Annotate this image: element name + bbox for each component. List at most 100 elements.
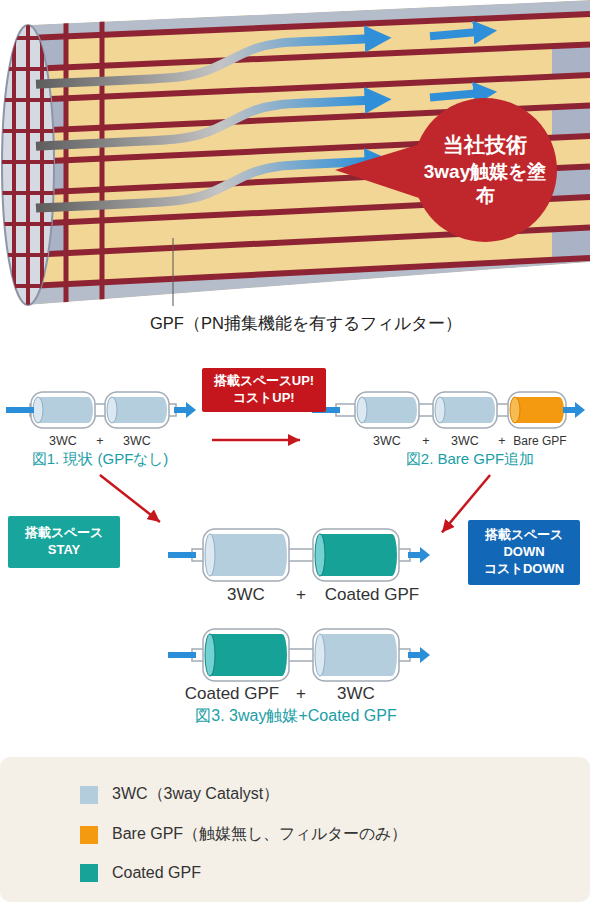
filter-shell — [28, 258, 590, 305]
part-label: 3WC — [227, 585, 265, 604]
text-slot: Bare GPF — [513, 431, 566, 449]
catalyst-face — [107, 397, 117, 423]
callout-circle: 当社技術3way触媒を塗布 — [413, 98, 557, 242]
catalyst-end — [387, 534, 397, 576]
gas-flow-arrow — [36, 162, 370, 209]
figure-caption: 図2. Bare GPF追加 — [406, 450, 534, 467]
legend-item: Coated GPF — [80, 864, 201, 882]
part-label: 3WC — [373, 434, 401, 448]
flow-arrow — [100, 475, 160, 522]
text-slot: Coated GPF — [185, 684, 280, 704]
gas-exit-arrow — [430, 93, 478, 97]
legend-panel — [0, 757, 590, 902]
catalyst-face — [205, 634, 215, 676]
gas-flow-arrow — [36, 100, 370, 146]
text-slot: 3WC — [227, 585, 265, 605]
gas-flow-arrow — [36, 39, 370, 84]
channel-wall — [28, 258, 590, 286]
text-slot: + — [296, 684, 306, 704]
catalyst-body — [210, 534, 282, 576]
legend-swatch — [80, 826, 98, 844]
part-label: + — [296, 585, 306, 604]
text-slot: 図1. 現状 (GPFなし) — [32, 450, 169, 468]
catalyst-can — [433, 392, 497, 428]
callout-heading: 当社技術 — [443, 132, 527, 158]
face-grid — [40, 20, 44, 310]
channel-plug — [552, 228, 590, 260]
catalyst-can — [508, 392, 566, 428]
system-figure: 3WC+3WC図1. 現状 (GPFなし) — [6, 385, 212, 475]
channel-wall — [28, 45, 590, 70]
exhaust-systems — [6, 392, 585, 681]
catalyst-face — [510, 397, 520, 423]
system-figure: 3WC +3WC + Bare GPF 図2. Bare GPF追加 — [300, 385, 588, 475]
text-slot: 3WC — [451, 431, 479, 449]
legend-item: Bare GPF（触媒無し、フィルターのみ） — [80, 824, 407, 845]
text-slot: + — [498, 431, 505, 449]
channel-plug — [552, 45, 590, 77]
part-label: Bare GPF — [513, 434, 566, 448]
gas-exit-arrow — [430, 32, 478, 36]
exhaust-pipe — [6, 392, 196, 428]
part-label: + — [498, 434, 505, 448]
box-text: 搭載スペースUP! コストUP! — [207, 373, 321, 407]
flow-out-head — [420, 647, 430, 663]
catalyst-end — [157, 397, 167, 423]
catalyst-end — [407, 397, 417, 423]
cost-up-box: 搭載スペースUP! コストUP! — [202, 368, 326, 412]
channel-wall — [64, 0, 69, 310]
flow-out-head — [575, 402, 585, 418]
flow-out-arrow — [408, 552, 421, 558]
text-slot: GPF（PN捕集機能を有するフィルター） — [150, 313, 462, 335]
exhaust-pipe — [312, 392, 585, 428]
face-grid — [12, 20, 16, 310]
catalyst-end — [83, 397, 93, 423]
part-label: 3WC — [337, 684, 375, 703]
catalyst-body — [515, 397, 559, 423]
channel-plug — [552, 106, 590, 138]
catalyst-body — [320, 634, 392, 676]
catalyst-body — [112, 397, 162, 423]
exhaust-pipe — [168, 529, 430, 581]
text-slot: 3WC — [123, 431, 151, 449]
system-figure: 3WC + Coated GPF Coated GPF +3WC 図3. 3way触媒+C… — [150, 522, 442, 730]
text-slot: 図3. 3way触媒+Coated GPF — [195, 707, 396, 725]
catalyst-face — [435, 397, 445, 423]
text-slot: Coated GPF — [325, 585, 420, 605]
legend-text: Bare GPF（触媒無し、フィルターのみ） — [112, 824, 407, 845]
text-slot: + — [96, 431, 103, 449]
part-label: Coated GPF — [185, 684, 280, 703]
box-text: 搭載スペース DOWN コストDOWN — [472, 527, 576, 578]
text-slot: 図2. Bare GPF追加 — [406, 450, 534, 468]
flow-out-arrow — [563, 407, 576, 413]
box-text: 搭載スペース STAY — [12, 525, 116, 559]
leader-line — [173, 238, 174, 306]
catalyst-end — [554, 397, 564, 423]
flow-in-arrow — [168, 652, 196, 658]
flow-out-head — [186, 402, 196, 418]
catalyst-end — [387, 634, 397, 676]
catalyst-face — [205, 534, 215, 576]
part-label: + — [96, 434, 103, 448]
catalyst-can — [313, 629, 399, 681]
catalyst-body — [38, 397, 88, 423]
space-stay-box: 搭載スペース STAY — [8, 516, 120, 568]
catalyst-can — [313, 529, 399, 581]
part-label: 3WC — [451, 434, 479, 448]
flow-out-arrow — [174, 407, 187, 413]
catalyst-face — [315, 534, 325, 576]
text-slot: 3WC — [49, 431, 77, 449]
flow-in-arrow — [168, 552, 196, 558]
catalyst-end — [277, 534, 287, 576]
part-label: 3WC — [49, 434, 77, 448]
channel-wall — [100, 0, 105, 310]
filter-body — [28, 0, 590, 310]
catalyst-can — [203, 629, 289, 681]
callout-body: 3way触媒を塗布 — [420, 160, 550, 208]
catalyst-can — [31, 392, 95, 428]
filter-face — [0, 20, 56, 310]
part-label: + — [422, 434, 429, 448]
catalyst-face — [357, 397, 367, 423]
face-grid — [26, 20, 30, 310]
